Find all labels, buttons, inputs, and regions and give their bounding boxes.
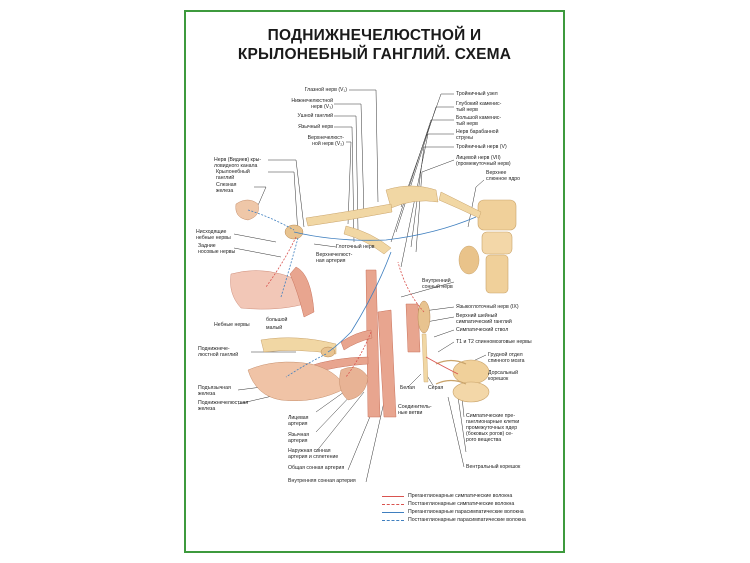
leader-line <box>349 89 379 203</box>
label-ventral-root: Вентральный корешок <box>466 464 521 470</box>
label-facial-artery: Лицевая артерия <box>288 415 309 427</box>
lacrimal-gland <box>235 199 259 221</box>
title-line-2: КРЫЛОНЕБНЫЙ ГАНГЛИЙ. СХЕМА <box>237 46 512 63</box>
label-glossopharyngeal-nerve: Языкоглоточный нерв (IX) <box>456 304 519 310</box>
label-gray-ramus: Серая <box>428 385 444 391</box>
label-pterygopalatine-ganglion: Крылонебный ганглий <box>216 169 250 181</box>
label-thoracic-spinal-cord: Грудной отдел спинного мозга <box>488 352 525 364</box>
legend-label: Преганглионарные парасимпатические волок… <box>408 509 524 515</box>
label-sympathetic-trunk: Симпатический ствол <box>456 327 509 333</box>
leader-line <box>313 243 337 248</box>
label-common-carotid-artery: Общая сонная артерия <box>288 465 345 471</box>
label-internal-carotid-artery: Внутренняя сонная артерия <box>288 478 356 484</box>
submandibular-region <box>247 337 369 402</box>
legend-swatch <box>382 512 404 513</box>
label-chorda-tympani: Нерв барабанной струны <box>456 129 499 141</box>
label-trigeminal-ganglion: Тройничный узел <box>456 91 498 97</box>
leader-line <box>400 133 454 268</box>
poster: ПОДНИЖНЕЧЕЛЮСТНОЙ И КРЫЛОНЕБНЫЙ ГАНГЛИЙ.… <box>184 10 565 553</box>
leader-line <box>365 401 385 483</box>
cervical-spine <box>458 199 517 294</box>
legend-swatch <box>382 496 404 497</box>
label-sympathetic-preganglionic-cells: Симпатические пре- ганглионарные клетки … <box>466 413 520 443</box>
legend-item: Постганглионарные парасимпатические воло… <box>382 517 562 525</box>
leader-line <box>395 106 454 233</box>
label-t1-t2-spinal-nerves: T1 и T2 спинномозговые нервы <box>456 339 532 345</box>
leader-line <box>407 373 422 388</box>
leader-line <box>400 281 455 298</box>
legend-swatch <box>382 504 404 505</box>
leader-line <box>233 233 277 243</box>
label-superior-cervical-ganglion: Верхний шейный симпатический ганглий <box>456 313 512 325</box>
label-internal-carotid-nerve: Внутренний сонный нерв <box>422 278 453 290</box>
label-lingual-nerve: Язычный нерв <box>298 124 333 130</box>
leader-line <box>334 115 359 231</box>
legend-label: Преганглионарные симпатические волокна <box>408 493 513 499</box>
label-facial-nerve: Лицевой нерв (VII) (промежуточный нерв) <box>456 155 511 167</box>
thoracic-spine <box>435 359 490 403</box>
title-line-1: ПОДНИЖНЕЧЕЛЮСТНОЙ И <box>267 27 482 44</box>
label-maxillary-artery: Верхнечелюст- ная артерия <box>316 252 353 264</box>
legend-label: Постганглионарные симпатические волокна <box>408 501 515 507</box>
leader-line <box>447 396 465 468</box>
label-descending-palatine-nerves: Нисходящие небные нервы <box>196 229 231 241</box>
leader-line <box>437 341 455 353</box>
label-otic-ganglion: Ушной ганглий <box>297 113 333 119</box>
legend-item: Преганглионарные парасимпатические волок… <box>382 509 562 517</box>
label-maxillary-nerve: Верхнечелюст- ной нерв (V₂) <box>307 135 344 147</box>
carotid-arteries <box>305 269 421 418</box>
legend-swatch <box>382 520 404 521</box>
leader-line <box>268 159 305 228</box>
leader-line <box>268 171 299 235</box>
leader-line <box>400 93 454 208</box>
leader-line <box>390 119 454 243</box>
leader-line <box>334 126 355 243</box>
legend-item: Преганглионарные симпатические волокна <box>382 493 562 501</box>
label-submandibular-gland: Поднижнечелюстная железа <box>198 400 249 412</box>
label-sublingual-gland: Подъязычная железа <box>198 385 231 397</box>
poster-title: ПОДНИЖНЕЧЕЛЮСТНОЙ И КРЫЛОНЕБНЫЙ ГАНГЛИЙ.… <box>186 26 563 64</box>
leader-line <box>415 159 455 253</box>
leader-line <box>410 146 454 248</box>
trigeminal-nerves <box>305 185 482 255</box>
label-dorsal-root: Дорсальный корешок <box>488 370 519 382</box>
label-submandibular-ganglion: Поднижнече- люстной ганглий <box>198 346 239 358</box>
leader-line <box>315 391 365 453</box>
leader-line <box>457 396 467 453</box>
label-palatine-nerves: Небные нервы <box>214 322 250 328</box>
label-ophthalmic-nerve: Глазной нерв (V₁) <box>304 87 347 93</box>
nasal-palate-region <box>230 266 315 318</box>
label-lesser-palatine: малый <box>266 325 283 331</box>
label-lingual-artery: Язычная артерия <box>288 432 310 444</box>
fiber-paths <box>247 209 477 378</box>
label-deep-petrosal-nerve: Глубокий каменис- тый нерв <box>456 101 502 113</box>
legend-item: Постганглионарные симпатические волокна <box>382 501 562 509</box>
label-superior-salivatory-nucleus: Верхнее слюнное ядро <box>486 170 521 182</box>
label-greater-palatine: большой <box>266 317 288 323</box>
label-pharyngeal-nerve: Глоточный нерв <box>336 244 375 250</box>
label-lacrimal-gland: Слезная железа <box>216 182 237 194</box>
legend-label: Постганглионарные парасимпатические воло… <box>408 517 526 523</box>
label-mandibular-nerve: Нижнечелюстной нерв (V₃) <box>291 98 333 110</box>
leader-line <box>346 141 352 225</box>
label-trigeminal-nerve: Тройничный нерв (V) <box>456 144 507 150</box>
leader-line <box>334 103 365 218</box>
leader-line <box>254 186 267 211</box>
label-external-carotid-artery: Наружная сонная артерия и сплетение <box>288 448 339 460</box>
leader-line <box>233 247 282 258</box>
label-vidian-nerve: Нерв (Видиев) кры- ловидного канала <box>214 157 262 169</box>
label-greater-petrosal-nerve: Большой каменис- тый нерв <box>456 115 502 127</box>
label-communicating-rami: Соединитель- ные ветви <box>398 404 432 416</box>
anatomy-diagram <box>230 89 517 483</box>
leader-line <box>425 316 455 323</box>
label-posterior-nasal-nerves: Задние носовые нервы <box>198 243 236 255</box>
label-white-ramus: Белая <box>400 385 415 391</box>
leader-line <box>433 329 455 338</box>
